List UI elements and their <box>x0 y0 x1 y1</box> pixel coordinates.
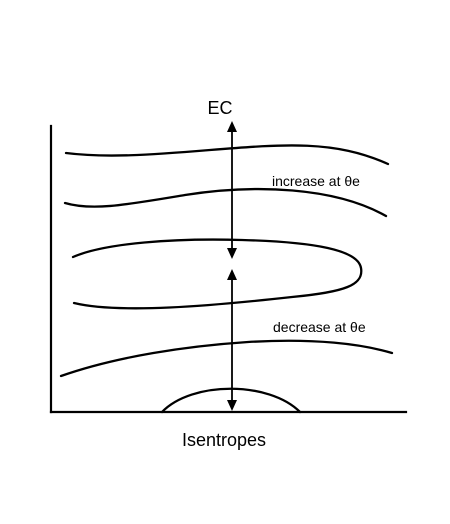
lower-annotation: decrease at θe <box>273 319 366 335</box>
upper-arrow-head-down <box>227 248 237 259</box>
isentrope-bottom-dome <box>160 387 302 414</box>
isentrope-closed-loop <box>71 238 363 310</box>
isentrope-curve-second <box>63 187 388 218</box>
upper-annotation: increase at θe <box>272 173 360 189</box>
isentrope-curve-top <box>64 144 390 166</box>
lower-arrow-head-down <box>227 400 237 411</box>
bottom-axis-label: Isentropes <box>182 430 266 450</box>
isentrope-curve-lower <box>59 339 394 378</box>
upper-arrow-head-up <box>227 121 237 132</box>
lower-arrow-head-up <box>227 269 237 280</box>
top-label: EC <box>207 98 232 118</box>
